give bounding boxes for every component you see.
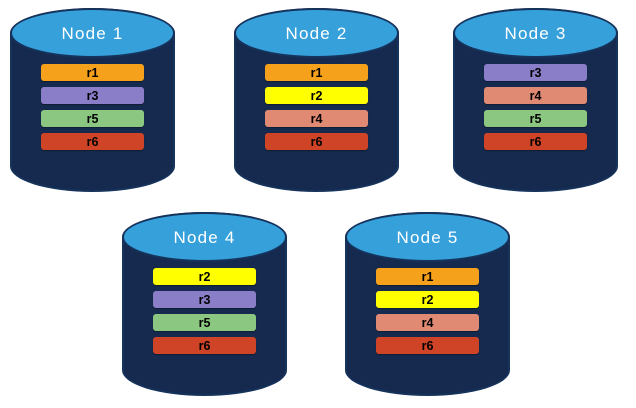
node-label: Node 4 <box>173 227 236 247</box>
replica-list: r3 r4 r5 r6 <box>484 64 587 151</box>
replica-bar[interactable]: r5 <box>153 314 256 332</box>
node-label: Node 5 <box>396 227 459 247</box>
replica-list: r1 r2 r4 r6 <box>376 268 479 355</box>
cylinder-top-icon: Node 3 <box>453 8 618 58</box>
node-label: Node 3 <box>504 23 567 43</box>
replica-list: r2 r3 r5 r6 <box>153 268 256 355</box>
cylinder-top-icon: Node 2 <box>234 8 399 58</box>
cylinder-top-icon: Node 1 <box>10 8 175 58</box>
database-node-4[interactable]: Node 4 r2 r3 r5 r6 <box>122 212 287 396</box>
replica-bar[interactable]: r1 <box>41 64 144 82</box>
database-node-5[interactable]: Node 5 r1 r2 r4 r6 <box>345 212 510 396</box>
replica-bar[interactable]: r5 <box>484 110 587 128</box>
replica-list: r1 r3 r5 r6 <box>41 64 144 151</box>
database-node-3[interactable]: Node 3 r3 r4 r5 r6 <box>453 8 618 192</box>
replica-bar[interactable]: r2 <box>265 87 368 105</box>
replica-bar[interactable]: r1 <box>265 64 368 82</box>
replica-bar[interactable]: r6 <box>265 133 368 151</box>
replica-bar[interactable]: r4 <box>265 110 368 128</box>
replica-bar[interactable]: r3 <box>41 87 144 105</box>
cylinder-top-icon: Node 4 <box>122 212 287 262</box>
replica-list: r1 r2 r4 r6 <box>265 64 368 151</box>
replica-bar[interactable]: r6 <box>484 133 587 151</box>
database-node-2[interactable]: Node 2 r1 r2 r4 r6 <box>234 8 399 192</box>
replica-bar[interactable]: r6 <box>376 337 479 355</box>
replica-bar[interactable]: r5 <box>41 110 144 128</box>
cylinder-top-icon: Node 5 <box>345 212 510 262</box>
replica-bar[interactable]: r6 <box>153 337 256 355</box>
replica-bar[interactable]: r2 <box>153 268 256 286</box>
replica-bar[interactable]: r1 <box>376 268 479 286</box>
node-label: Node 2 <box>285 23 348 43</box>
replica-bar[interactable]: r4 <box>376 314 479 332</box>
database-node-1[interactable]: Node 1 r1 r3 r5 r6 <box>10 8 175 192</box>
replica-bar[interactable]: r3 <box>484 64 587 82</box>
replica-bar[interactable]: r2 <box>376 291 479 309</box>
replica-bar[interactable]: r6 <box>41 133 144 151</box>
replica-bar[interactable]: r4 <box>484 87 587 105</box>
replica-bar[interactable]: r3 <box>153 291 256 309</box>
node-label: Node 1 <box>61 23 124 43</box>
